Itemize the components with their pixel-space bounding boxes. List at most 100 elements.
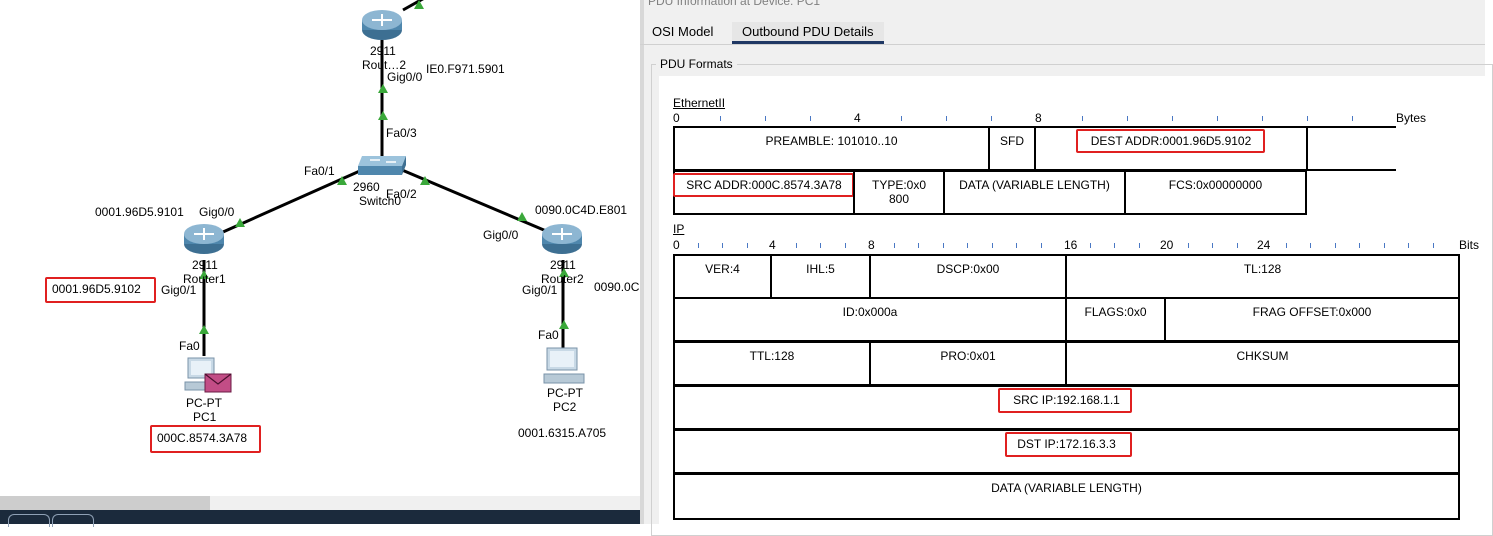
link-up-indicator bbox=[420, 176, 430, 185]
scale-tick bbox=[1359, 243, 1360, 248]
tab-divider bbox=[640, 44, 1485, 45]
router2-interface-down: Gig0/1 bbox=[522, 283, 558, 297]
scale-tick bbox=[820, 243, 821, 248]
ethernet-section-title: EthernetII bbox=[673, 96, 726, 110]
horizontal-scrollbar[interactable] bbox=[0, 496, 640, 510]
highlight-box bbox=[673, 173, 854, 197]
scale-tick bbox=[1310, 243, 1311, 248]
link-up-indicator bbox=[559, 268, 569, 277]
switch-port-right: Fa0/2 bbox=[386, 187, 417, 201]
switch-model: 2960 bbox=[353, 180, 380, 194]
scale-tick bbox=[1384, 243, 1385, 248]
scale-tick bbox=[1127, 116, 1128, 121]
topology-links bbox=[202, 0, 565, 356]
router2-interface-up: Gig0/0 bbox=[483, 228, 519, 242]
scale-tick bbox=[1090, 243, 1091, 248]
router-top-interface: Gig0/0 bbox=[387, 70, 423, 84]
router1-mac-down: 0001.96D5.9102 bbox=[52, 282, 141, 296]
eth-dest-extension bbox=[1306, 126, 1396, 171]
router2-model: 2911 bbox=[550, 258, 576, 272]
router-icon[interactable] bbox=[360, 8, 404, 42]
link-up-indicator bbox=[199, 325, 209, 334]
link-up-indicator bbox=[235, 218, 245, 227]
link-up-indicator bbox=[559, 320, 569, 329]
router1-mac-up: 0001.96D5.9101 bbox=[95, 205, 184, 219]
scale-tick bbox=[1237, 243, 1238, 248]
pc-icon[interactable] bbox=[543, 346, 585, 386]
scale-tick bbox=[1352, 116, 1353, 121]
pc-icon[interactable] bbox=[184, 356, 235, 398]
scale-tick bbox=[1408, 243, 1409, 248]
byte-scale-4: 4 bbox=[854, 111, 861, 125]
scale-tick bbox=[747, 243, 748, 248]
router1-model: 2911 bbox=[192, 258, 218, 272]
ip-ver: VER:4 bbox=[673, 254, 772, 299]
byte-scale-8: 8 bbox=[1035, 111, 1042, 125]
scale-tick bbox=[991, 116, 992, 121]
pc2-mac: 0001.6315.A705 bbox=[518, 426, 607, 440]
router1-interface-up: Gig0/0 bbox=[199, 205, 235, 219]
switch-name: Switch0 bbox=[359, 194, 402, 208]
router-top-model: 2911 bbox=[370, 44, 396, 58]
scale-tick bbox=[1172, 116, 1173, 121]
group-label: PDU Formats bbox=[656, 57, 737, 71]
scale-tick bbox=[722, 243, 723, 248]
router2-mac-right: 0090.0C bbox=[594, 280, 640, 294]
toolbar-tab[interactable] bbox=[52, 514, 94, 527]
scale-tick bbox=[810, 116, 811, 121]
scale-tick bbox=[698, 243, 699, 248]
bit-scale-4: 4 bbox=[769, 238, 776, 252]
scale-tick bbox=[1286, 243, 1287, 248]
link-up-indicator bbox=[199, 270, 209, 279]
scale-tick bbox=[1016, 243, 1017, 248]
scale-tick bbox=[918, 243, 919, 248]
scale-tick bbox=[1262, 116, 1263, 121]
bytes-unit-label: Bytes bbox=[1396, 111, 1427, 125]
scale-tick bbox=[1217, 116, 1218, 121]
highlight-box bbox=[150, 425, 261, 453]
bottom-toolbar bbox=[0, 510, 640, 527]
ip-id: ID:0x000a bbox=[673, 297, 1067, 342]
pc2-type: PC-PT bbox=[547, 386, 583, 400]
ip-protocol: PRO:0x01 bbox=[869, 341, 1067, 386]
bits-unit-label: Bits bbox=[1459, 238, 1480, 252]
pc1-type: PC-PT bbox=[186, 396, 222, 410]
bit-scale-8: 8 bbox=[868, 238, 875, 252]
link-up-indicator bbox=[414, 0, 424, 9]
scale-tick bbox=[765, 116, 766, 121]
topology-workspace[interactable]: 2911 Rout…2 Gig0/0 IE0.F971.5901 Fa0/3 F… bbox=[0, 0, 640, 527]
scale-tick bbox=[1335, 243, 1336, 248]
scale-tick bbox=[1188, 243, 1189, 248]
scale-tick bbox=[967, 243, 968, 248]
eth-preamble: PREAMBLE: 101010..10 bbox=[673, 126, 990, 171]
toolbar-tab[interactable] bbox=[8, 514, 50, 527]
pc2-name: PC2 bbox=[553, 400, 577, 414]
byte-scale-0: 0 bbox=[673, 111, 680, 125]
bit-scale-0: 0 bbox=[673, 238, 680, 252]
highlight-box bbox=[1005, 432, 1132, 457]
scale-tick bbox=[901, 116, 902, 121]
switch-icon[interactable] bbox=[356, 152, 408, 178]
link-up-indicator bbox=[517, 212, 527, 221]
scale-tick bbox=[1139, 243, 1140, 248]
router-top-name: Rout…2 bbox=[362, 58, 407, 72]
highlight-box bbox=[1076, 129, 1265, 153]
router-icon[interactable] bbox=[540, 222, 584, 256]
eth-fcs: FCS:0x00000000 bbox=[1124, 170, 1307, 215]
pdu-information-window: PDU Information at Device: PC1 OSI Model… bbox=[640, 0, 1493, 536]
router1-name: Router1 bbox=[183, 272, 226, 286]
tab-osi-model[interactable]: OSI Model bbox=[652, 24, 714, 39]
scrollbar-thumb[interactable] bbox=[0, 496, 210, 510]
ip-flags: FLAGS:0x0 bbox=[1065, 297, 1166, 342]
pc1-mac: 000C.8574.3A78 bbox=[157, 431, 248, 445]
eth-data: DATA (VARIABLE LENGTH) bbox=[943, 170, 1126, 215]
bit-scale-24: 24 bbox=[1257, 238, 1271, 252]
highlight-box bbox=[45, 277, 156, 303]
scale-tick bbox=[845, 243, 846, 248]
scale-tick bbox=[1114, 243, 1115, 248]
router-icon[interactable] bbox=[182, 222, 226, 256]
router-top-mac: IE0.F971.5901 bbox=[426, 62, 505, 76]
tab-outbound-pdu-details[interactable]: Outbound PDU Details bbox=[732, 22, 884, 44]
ip-frag-offset: FRAG OFFSET:0x000 bbox=[1164, 297, 1460, 342]
ip-checksum: CHKSUM bbox=[1065, 341, 1460, 386]
